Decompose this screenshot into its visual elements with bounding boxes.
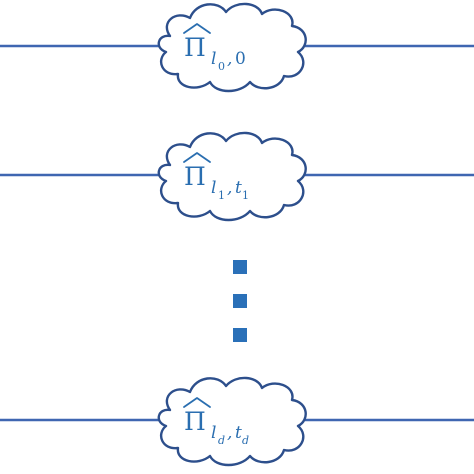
subscript-t-d: t <box>235 423 242 443</box>
subscript-l-index-d: d <box>218 434 225 447</box>
cloud-operator-1 <box>157 131 307 222</box>
cloud-operator-0 <box>157 2 307 93</box>
subscript-t-index-1: 1 <box>242 189 249 202</box>
subscript-l-index-1: 1 <box>218 189 225 202</box>
circuit-row-1: Π l 1 , t 1 <box>0 131 474 222</box>
ellipsis-dot-2 <box>233 294 247 308</box>
cloud-operator-d <box>157 376 307 467</box>
subscript-l-1: l <box>211 178 216 198</box>
hat-accent-0 <box>183 23 211 34</box>
operator-label-1: Π l 1 , t 1 <box>183 152 249 202</box>
ellipsis-dot-1 <box>233 260 247 274</box>
hat-accent-d <box>183 397 211 408</box>
subscript-l-d: l <box>211 423 216 443</box>
operator-label-d: Π l d , t d <box>183 397 249 447</box>
circuit-row-0: Π l 0 , 0 <box>0 2 474 93</box>
subscript-l-index-0: 0 <box>218 60 225 73</box>
pi-symbol-0: Π <box>184 33 206 62</box>
subscript-separator-1: , <box>227 178 232 198</box>
subscript-separator-0: , <box>227 49 232 69</box>
hat-accent-1 <box>183 152 211 163</box>
vertical-ellipsis <box>233 260 247 342</box>
subscript-t-1: t <box>235 178 242 198</box>
subscript-separator-d: , <box>227 423 232 443</box>
operator-label-0: Π l 0 , 0 <box>183 23 246 73</box>
subscript-l-0: l <box>211 49 216 69</box>
pi-symbol-1: Π <box>184 162 206 191</box>
ellipsis-dot-3 <box>233 328 247 342</box>
subscript-t-0: 0 <box>235 49 246 69</box>
subscript-t-index-d: d <box>242 434 249 447</box>
circuit-row-d: Π l d , t d <box>0 376 474 467</box>
pi-symbol-d: Π <box>184 407 206 436</box>
